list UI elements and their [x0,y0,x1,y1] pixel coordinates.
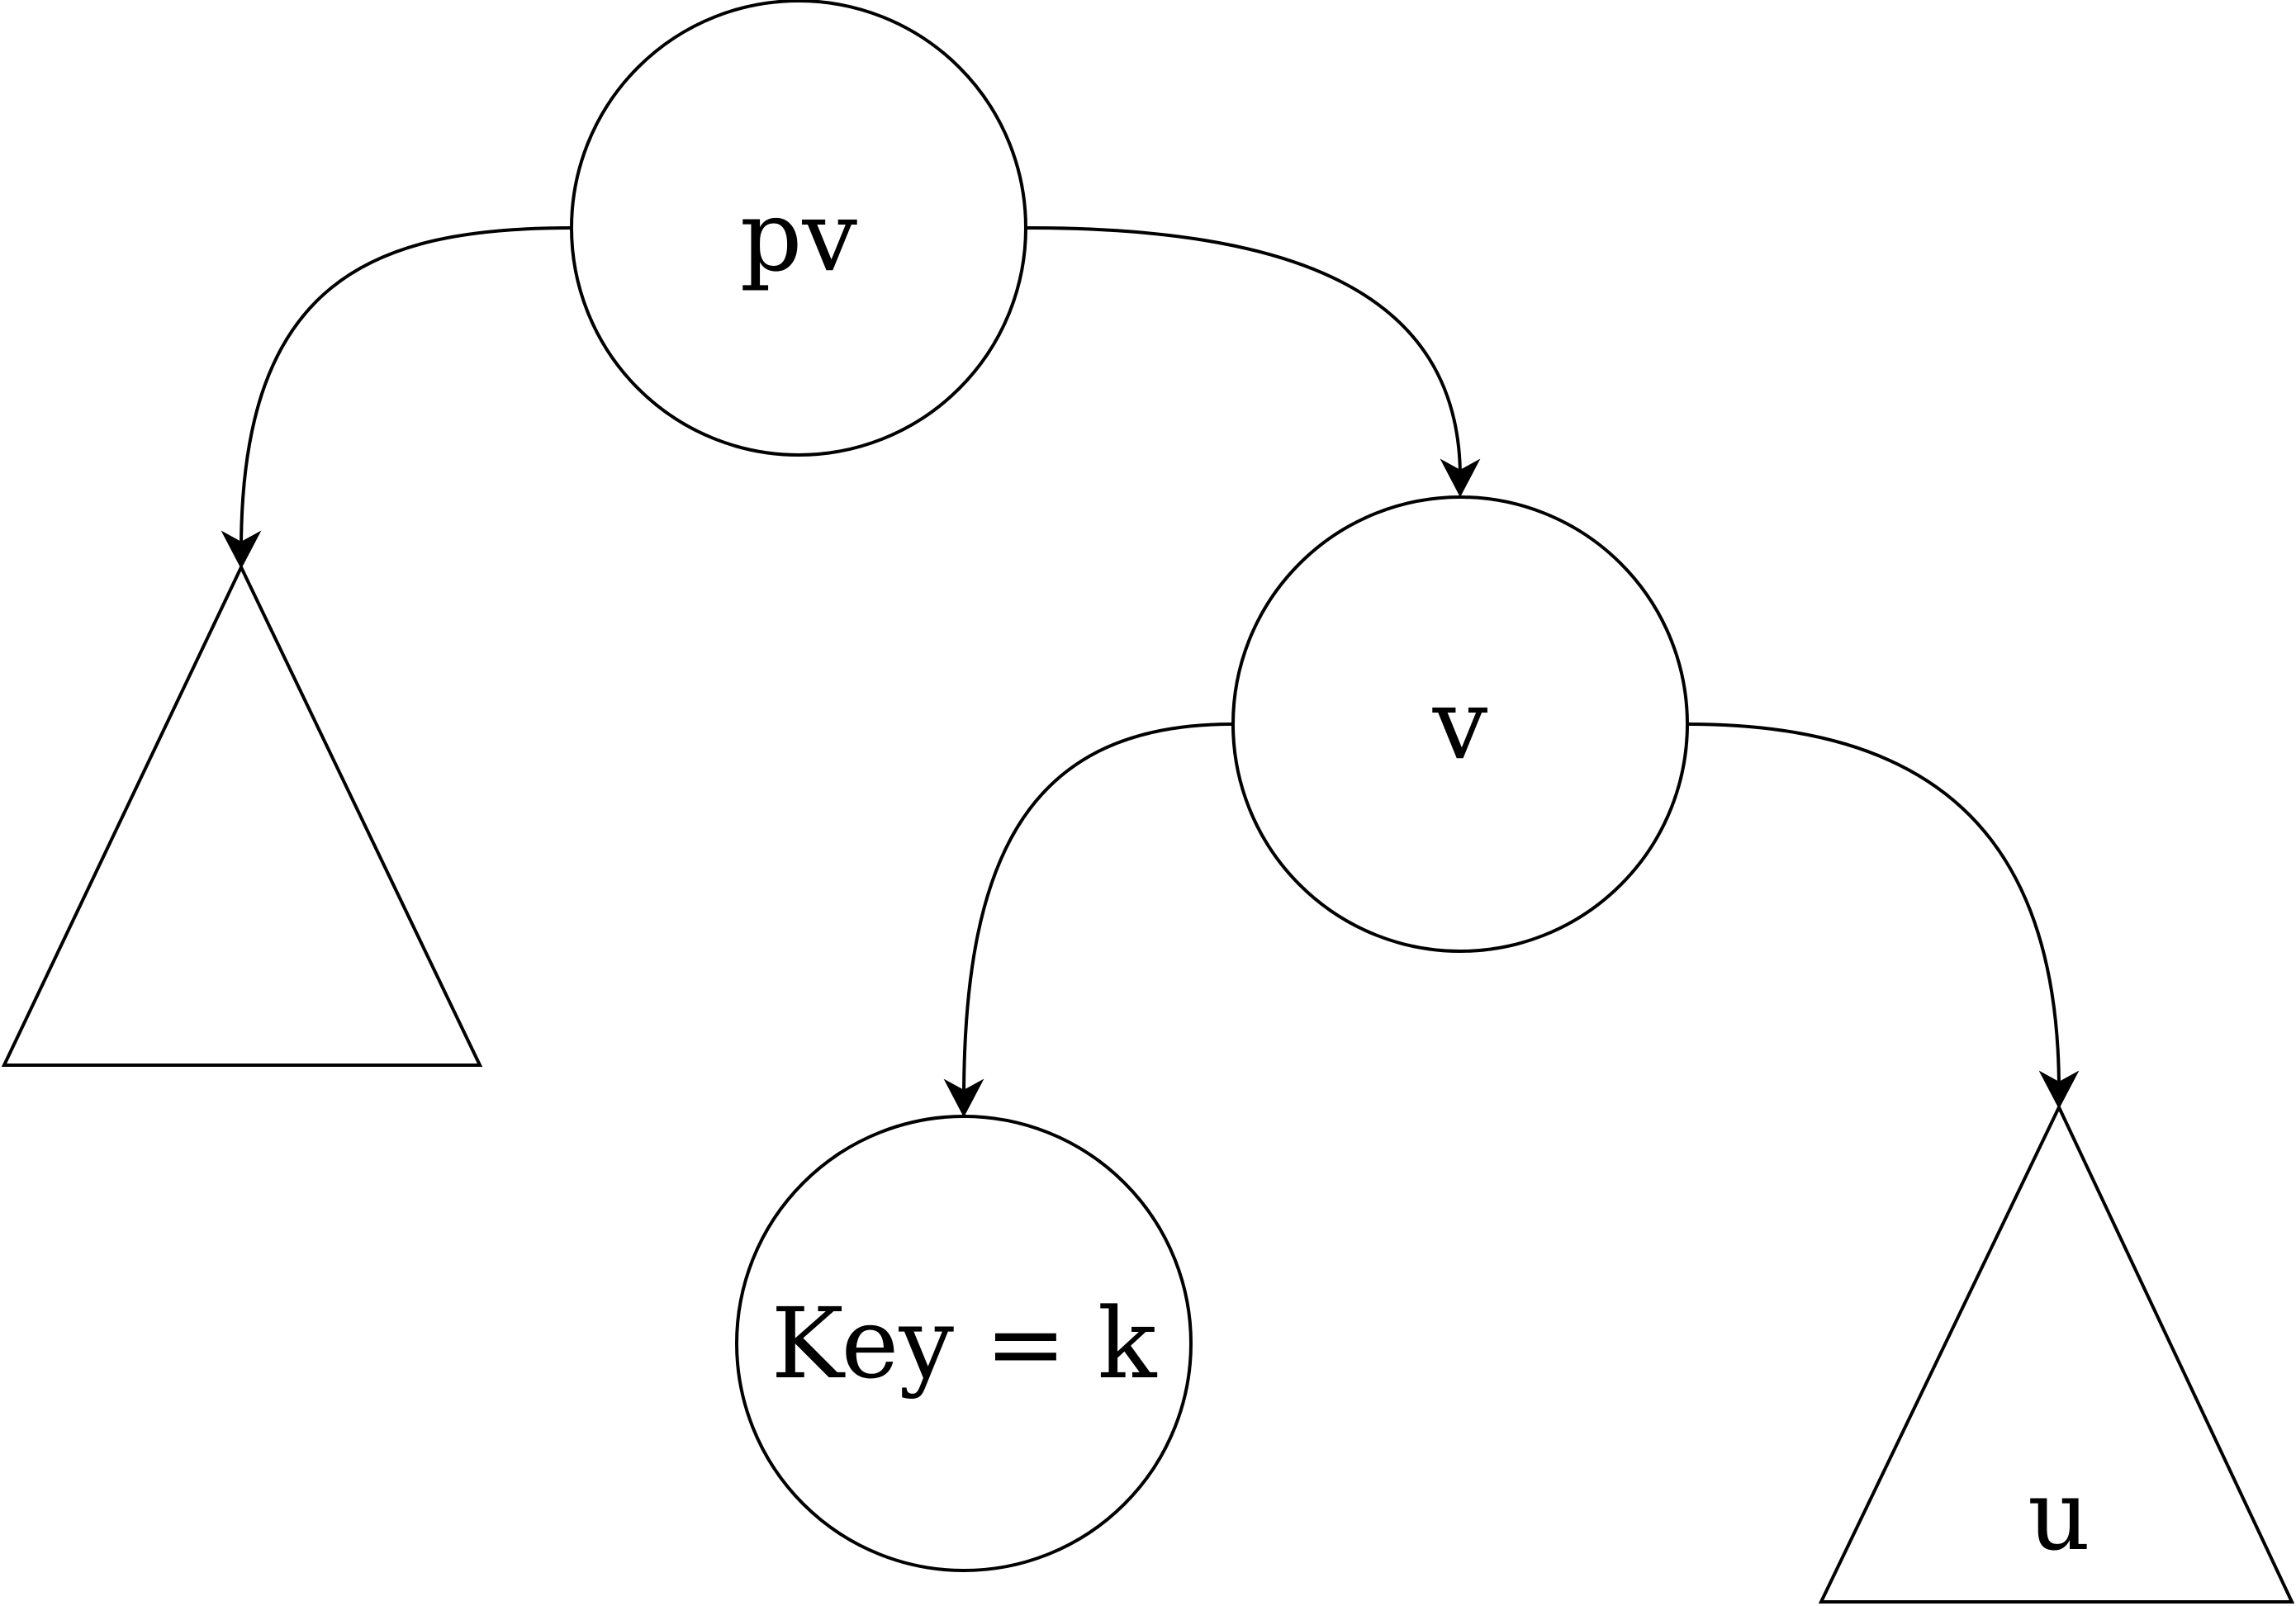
arrowhead-key-node [943,1078,984,1118]
u-subtree-label: u [2028,1458,2090,1572]
u-subtree-triangle [1818,1103,2295,1604]
left-subtree [1,563,483,1067]
edge-v-to-key-node [962,722,1233,1099]
node-v: v [1231,495,1689,953]
edges [221,226,2080,1118]
arrowhead-u-subtree [2038,1070,2080,1110]
arrowhead-v [1440,458,1481,498]
u-subtree: u [1818,1103,2295,1604]
edge-v-to-u-subtree [1687,722,2061,1091]
arrowhead-left-subtree [221,530,262,570]
node-key-circle [735,1115,1193,1572]
node-key-label: Key = k [771,1286,1158,1400]
node-pv-circle [570,0,1027,457]
left-subtree-triangle [1,563,483,1067]
node-v-label: v [1432,667,1488,781]
edge-pv-to-left-subtree [240,226,572,550]
node-pv: pv [570,0,1027,457]
node-key: Key = k [735,1115,1193,1572]
node-pv-label: pv [740,179,858,293]
node-v-circle [1231,495,1689,953]
edge-pv-to-v [1027,226,1462,478]
